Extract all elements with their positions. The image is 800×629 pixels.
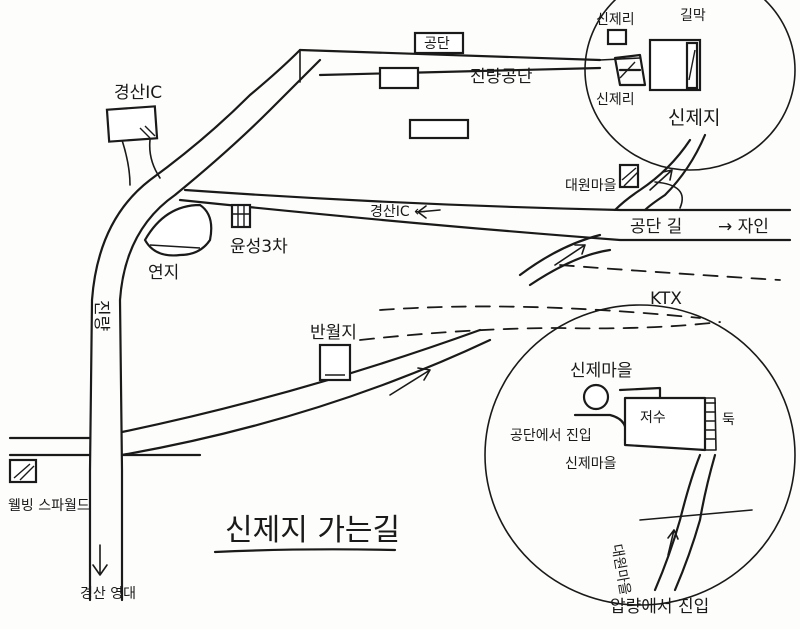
label-gongdan-gil: 공단 길: [630, 217, 682, 237]
ic-road-upper: [183, 188, 792, 212]
map-title: 신제지 가는길: [225, 513, 400, 548]
label-gyeongsan-ic: 경산IC: [114, 83, 162, 103]
jinryang-gongdan-lower-box: [408, 118, 470, 140]
banwolji-box: [318, 343, 352, 382]
landmarks: [8, 31, 640, 484]
gyeongsan-ic-building: [105, 105, 159, 143]
label-welbing: 웰빙 스파월드: [8, 498, 90, 514]
gongdan-box: [413, 31, 465, 55]
down-arrow: [92, 544, 108, 576]
sinjeji-detail: [584, 0, 796, 171]
label-to-gyeongsan-ic: 경산IC ←: [370, 204, 426, 220]
reservoir-circle: [484, 304, 796, 606]
title-underline: [213, 548, 397, 554]
top-road-lower: [318, 66, 602, 77]
daewon-loop: [654, 181, 683, 209]
reservoir-cross-road: [639, 509, 753, 521]
label-apryang-eseo-jinip: 압량에서 진입: [610, 597, 709, 617]
label-yunseong: 윤성3차: [230, 237, 288, 257]
sinje-maeul-marker: [582, 383, 610, 411]
jinryang-road-right-edge: [118, 58, 322, 602]
label-sinjeri-top: 신제리: [596, 12, 635, 28]
label-jinryang-gongdan: 진량공단: [470, 67, 533, 87]
reservoir-arrow: [667, 529, 679, 556]
label-sinje-maeul-side: 신제마을: [565, 456, 617, 472]
label-sinjeji: 신제지: [668, 107, 720, 129]
yunseong-building: [230, 203, 252, 229]
label-jinryang-road: 진량: [91, 300, 111, 332]
railway: [359, 264, 781, 341]
label-sinje-maeul: 신제마을: [570, 361, 633, 381]
label-jeo-su: 저수: [640, 410, 666, 426]
railway-line-1: [559, 264, 781, 281]
banwolji-road-lower: [120, 338, 492, 457]
railway-line-3: [359, 321, 721, 341]
label-gongdan-eseo-jinip: 공단에서 진입: [510, 428, 592, 444]
gongdan-branch: [518, 233, 612, 287]
label-daewon-maeul-bottom: 대원마을: [608, 543, 633, 597]
sinjeji-entry-road: [599, 57, 641, 61]
reservoir-detail: [484, 304, 796, 606]
railway-line-2: [379, 305, 701, 319]
map-labels: 경산IC 공단 진량공단 신제리 길막 신제리 신제지 대원마을 공단 길 → …: [8, 8, 769, 617]
banwolji-road: [120, 328, 482, 434]
banwolji-arrow: [389, 367, 431, 396]
ic-connector: [121, 139, 161, 186]
label-yeonji: 연지: [148, 263, 179, 283]
sinjeji-circle: [584, 0, 796, 171]
sinjeji-road: [613, 133, 707, 212]
sinjeri-top-box: [606, 28, 628, 46]
sinjeri-block: [613, 53, 647, 87]
jinryang-gongdan-box: [378, 66, 420, 90]
label-to-jain: → 자인: [718, 217, 769, 237]
label-gyeongsan-yeongdae: 경산 영대: [80, 586, 136, 602]
jinryang-road-left-edge: [88, 48, 302, 602]
reservoir-down-road: [653, 453, 717, 592]
ic-arrow: [417, 205, 441, 219]
top-road-upper: [298, 48, 602, 62]
dyke-line: [701, 397, 717, 451]
label-sinjeri-mid: 신제리: [596, 92, 635, 108]
label-dyke: 둑: [722, 412, 735, 428]
yeonji-pond: [143, 203, 213, 257]
label-ktx: KTX: [650, 289, 682, 309]
sinjeji-road-arrow: [649, 169, 673, 191]
label-gilmak: 길막: [680, 8, 706, 24]
label-gongdan: 공단: [424, 36, 450, 52]
gongdan-branch-arrow: [554, 244, 586, 266]
cross-street: [8, 436, 202, 457]
label-banwolji: 반월지: [310, 323, 357, 343]
label-daewon-maeul: 대원마을: [565, 178, 617, 194]
